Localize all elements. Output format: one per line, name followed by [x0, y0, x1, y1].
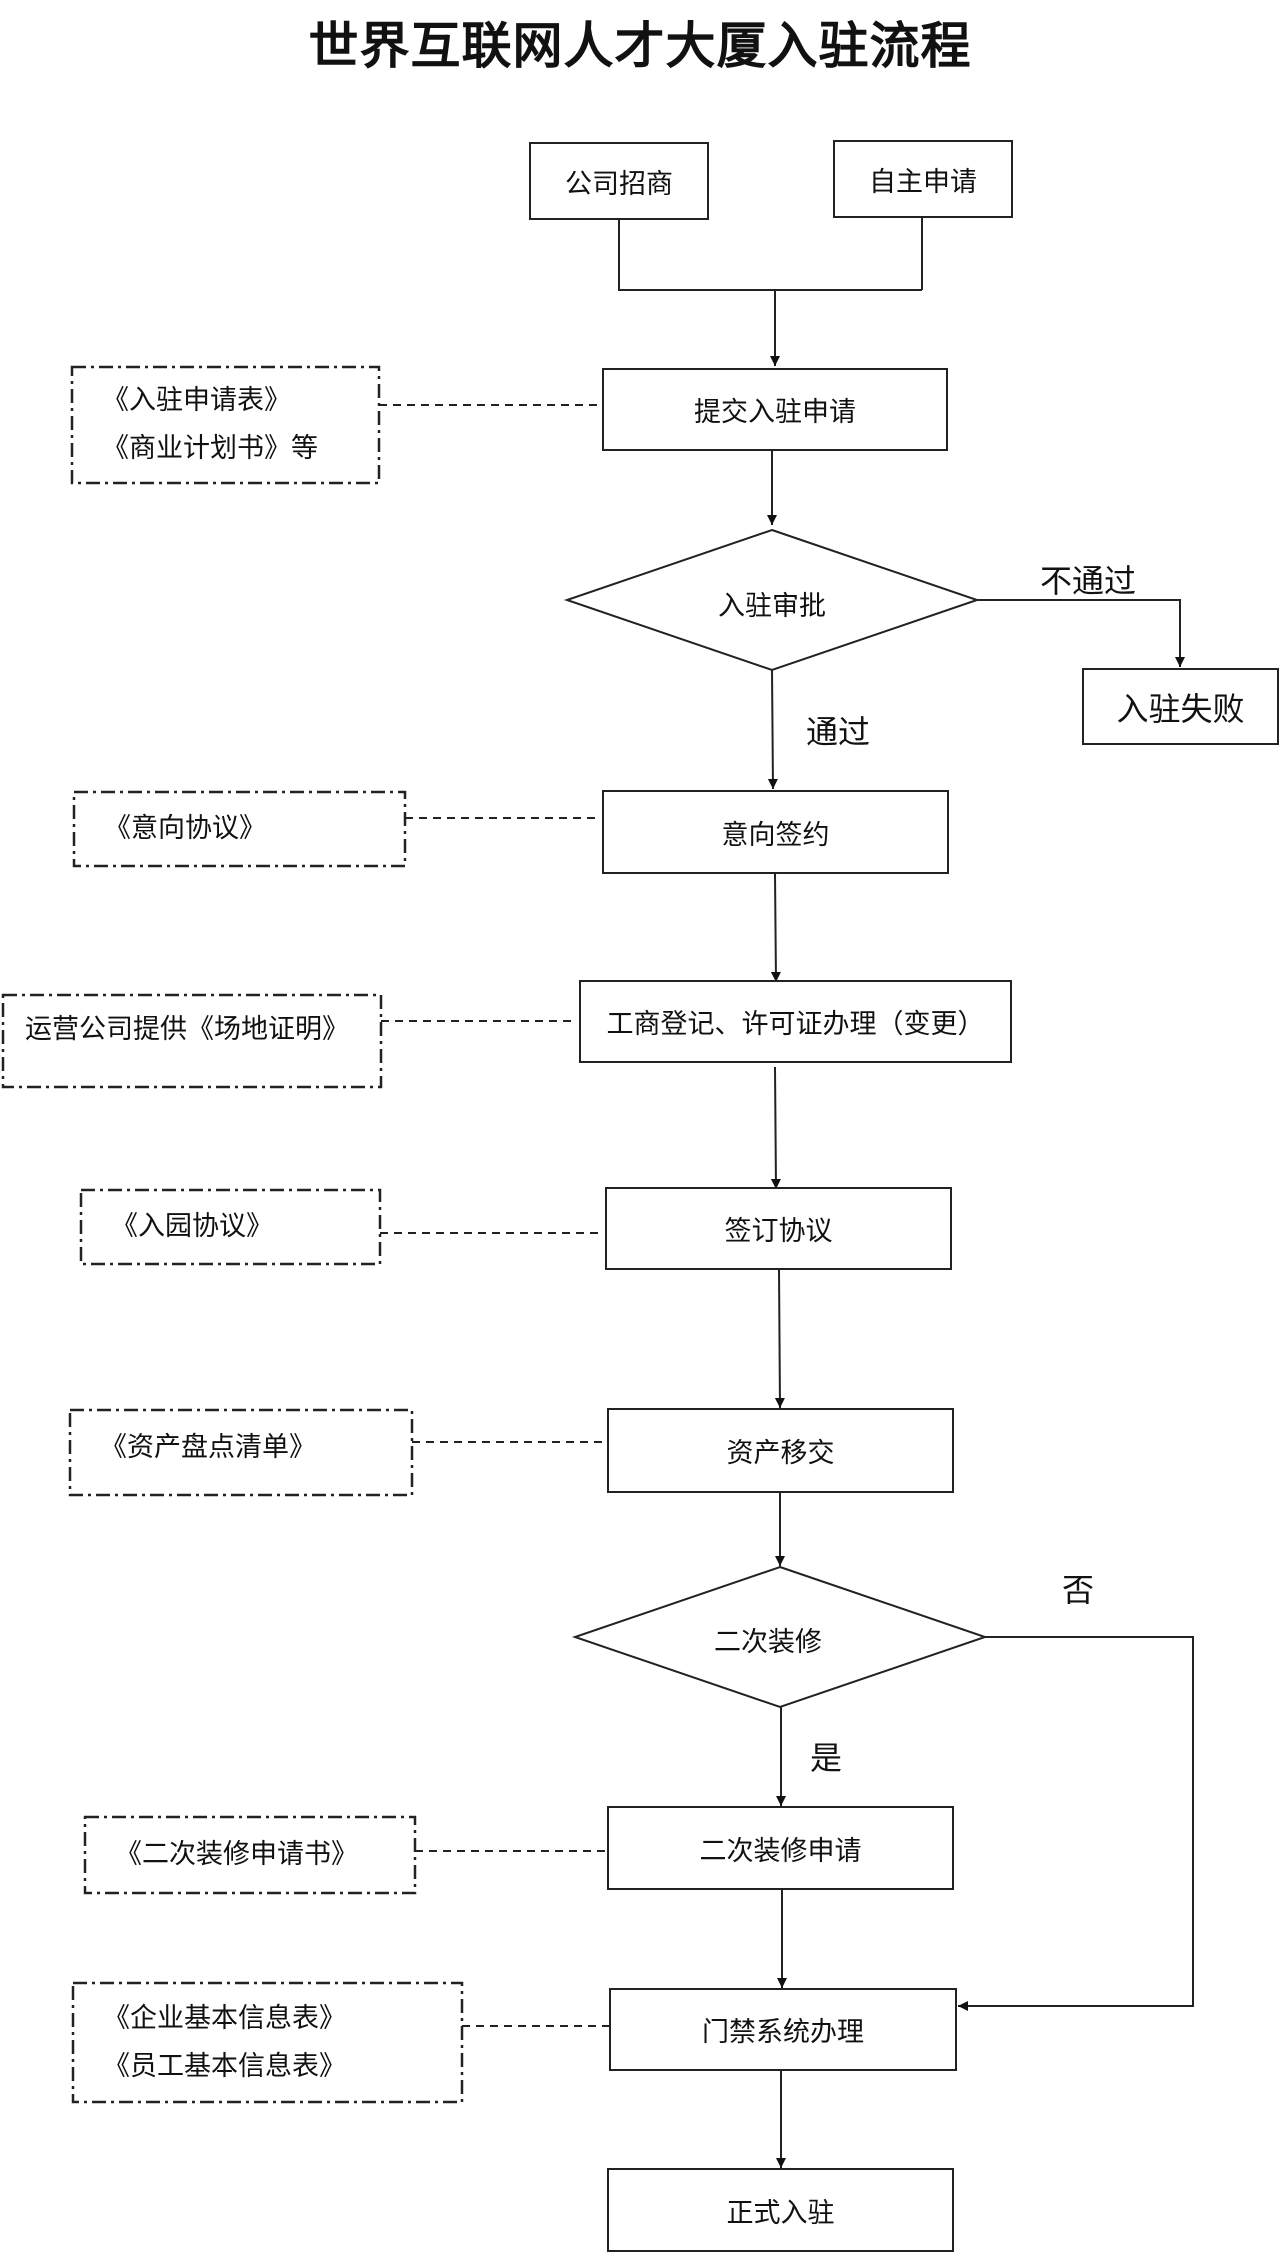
doc-submit: 《入驻申请表》 《商业计划书》等 — [72, 367, 379, 483]
doc-intent: 《意向协议》 — [74, 792, 405, 866]
doc-renovation: 《二次装修申请书》 — [85, 1817, 415, 1893]
doc-access-line-2: 《员工基本信息表》 — [103, 2050, 346, 2082]
approval-diamond — [563, 528, 981, 672]
doc-intent-line-1: 《意向协议》 — [104, 813, 266, 844]
arrow-to-agreement — [770, 1066, 781, 1190]
arrow-to-failed — [977, 599, 1185, 667]
edge-label-no: 否 — [1062, 1571, 1095, 1609]
node-access-control: 门禁系统办理 — [609, 1988, 957, 2071]
edge-label-pass: 通过 — [806, 713, 871, 751]
doc-asset-line-1: 《资产盘点清单》 — [100, 1431, 316, 1463]
node-renovation-apply: 二次装修申请 — [607, 1806, 954, 1890]
doc-box-intent — [72, 790, 407, 868]
doc-access-line-1: 《企业基本信息表》 — [103, 2002, 346, 2034]
doc-asset: 《资产盘点清单》 — [70, 1410, 412, 1485]
node-sign-agreement: 签订协议 — [605, 1187, 952, 1270]
renovation-decision-label: 二次装修 — [714, 1627, 822, 1658]
doc-registration-line-1: 运营公司提供《场地证明》 — [25, 1014, 349, 1045]
renovation-decision-diamond — [571, 1565, 989, 1709]
doc-access: 《企业基本信息表》 《员工基本信息表》 — [73, 1983, 462, 2102]
page-title: 世界互联网人才大厦入驻流程 — [308, 17, 972, 75]
edge-label-yes: 是 — [810, 1739, 843, 1777]
connector-company-invest — [618, 218, 922, 291]
doc-box-submit — [70, 365, 381, 485]
doc-box-renovation — [83, 1815, 417, 1895]
node-intent-sign: 意向签约 — [602, 790, 949, 874]
node-registration: 工商登记、许可证办理（变更） — [579, 980, 1012, 1063]
approval-label: 入驻审批 — [718, 591, 826, 622]
arrow-to-intent — [767, 669, 778, 790]
node-submit-application: 提交入驻申请 — [602, 368, 948, 451]
edge-label-not-pass: 不通过 — [1040, 562, 1137, 600]
doc-renovation-line-1: 《二次装修申请书》 — [115, 1839, 358, 1870]
node-failed: 入驻失败 — [1082, 668, 1279, 745]
doc-box-access — [71, 1981, 464, 2104]
doc-box-asset — [68, 1408, 414, 1497]
node-company-invest: 公司招商 — [529, 142, 709, 220]
doc-agreement-line-1: 《入园协议》 — [111, 1211, 273, 1242]
doc-box-registration — [1, 993, 383, 1089]
arrow-to-asset — [774, 1269, 785, 1409]
doc-submit-line-1: 《入驻申请表》 — [102, 385, 291, 416]
node-asset-transfer: 资产移交 — [607, 1408, 954, 1493]
node-formal-settle: 正式入驻 — [607, 2168, 954, 2252]
doc-submit-line-2: 《商业计划书》等 — [102, 433, 318, 464]
arrow-to-registration — [770, 873, 781, 983]
node-self-apply: 自主申请 — [833, 140, 1013, 218]
doc-box-agreement — [79, 1188, 382, 1266]
arrow-no-renovation — [958, 1636, 1194, 2011]
doc-registration: 运营公司提供《场地证明》 — [3, 995, 381, 1065]
doc-agreement: 《入园协议》 — [81, 1190, 380, 1264]
